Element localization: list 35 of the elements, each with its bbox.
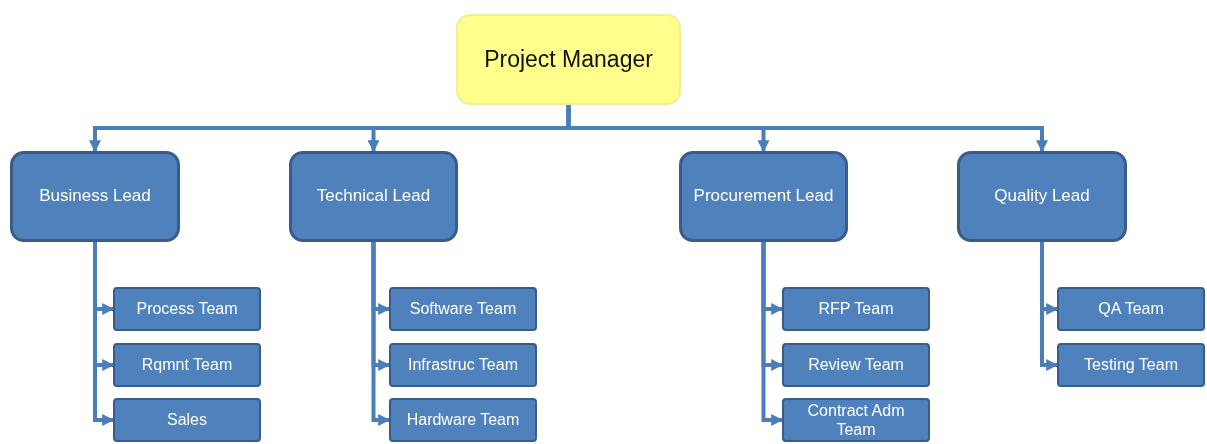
- team-box: [389, 398, 537, 442]
- box-label: Quality Lead: [994, 186, 1090, 207]
- lead-box: [957, 151, 1127, 242]
- box-label: Rqmnt Team: [141, 355, 233, 375]
- lead-box: [679, 151, 848, 242]
- box-label: Procurement Lead: [693, 186, 834, 207]
- manager-box: [456, 14, 681, 105]
- box-label: Contract Adm Team: [806, 400, 906, 440]
- box-label: Sales: [167, 410, 207, 430]
- box-label: Review Team: [808, 355, 904, 375]
- team-box: [113, 287, 261, 331]
- box-label: Infrastruc Team: [408, 355, 518, 375]
- team-box: [782, 343, 930, 387]
- box-label: Testing Team: [1084, 355, 1178, 375]
- box-label: Technical Lead: [316, 186, 431, 207]
- lead-box: [289, 151, 458, 242]
- team-box: [782, 287, 930, 331]
- box-label: Project Manager: [484, 45, 653, 74]
- team-box: [1057, 343, 1205, 387]
- connector-arrow: [761, 242, 784, 426]
- team-box: [389, 287, 537, 331]
- team-box: [113, 343, 261, 387]
- box-label: RFP Team: [818, 299, 894, 319]
- team-box: [782, 398, 930, 442]
- box-label: QA Team: [1098, 299, 1164, 319]
- team-box: [389, 343, 537, 387]
- team-box: [113, 398, 261, 442]
- box-label: Process Team: [136, 299, 238, 319]
- lead-box: [10, 151, 180, 242]
- box-label: Business Lead: [39, 186, 151, 207]
- box-label: Software Team: [409, 299, 517, 319]
- connector-arrow: [371, 242, 391, 426]
- team-box: [1057, 287, 1205, 331]
- connector-arrow: [566, 105, 1048, 153]
- box-label: Hardware Team: [406, 410, 520, 430]
